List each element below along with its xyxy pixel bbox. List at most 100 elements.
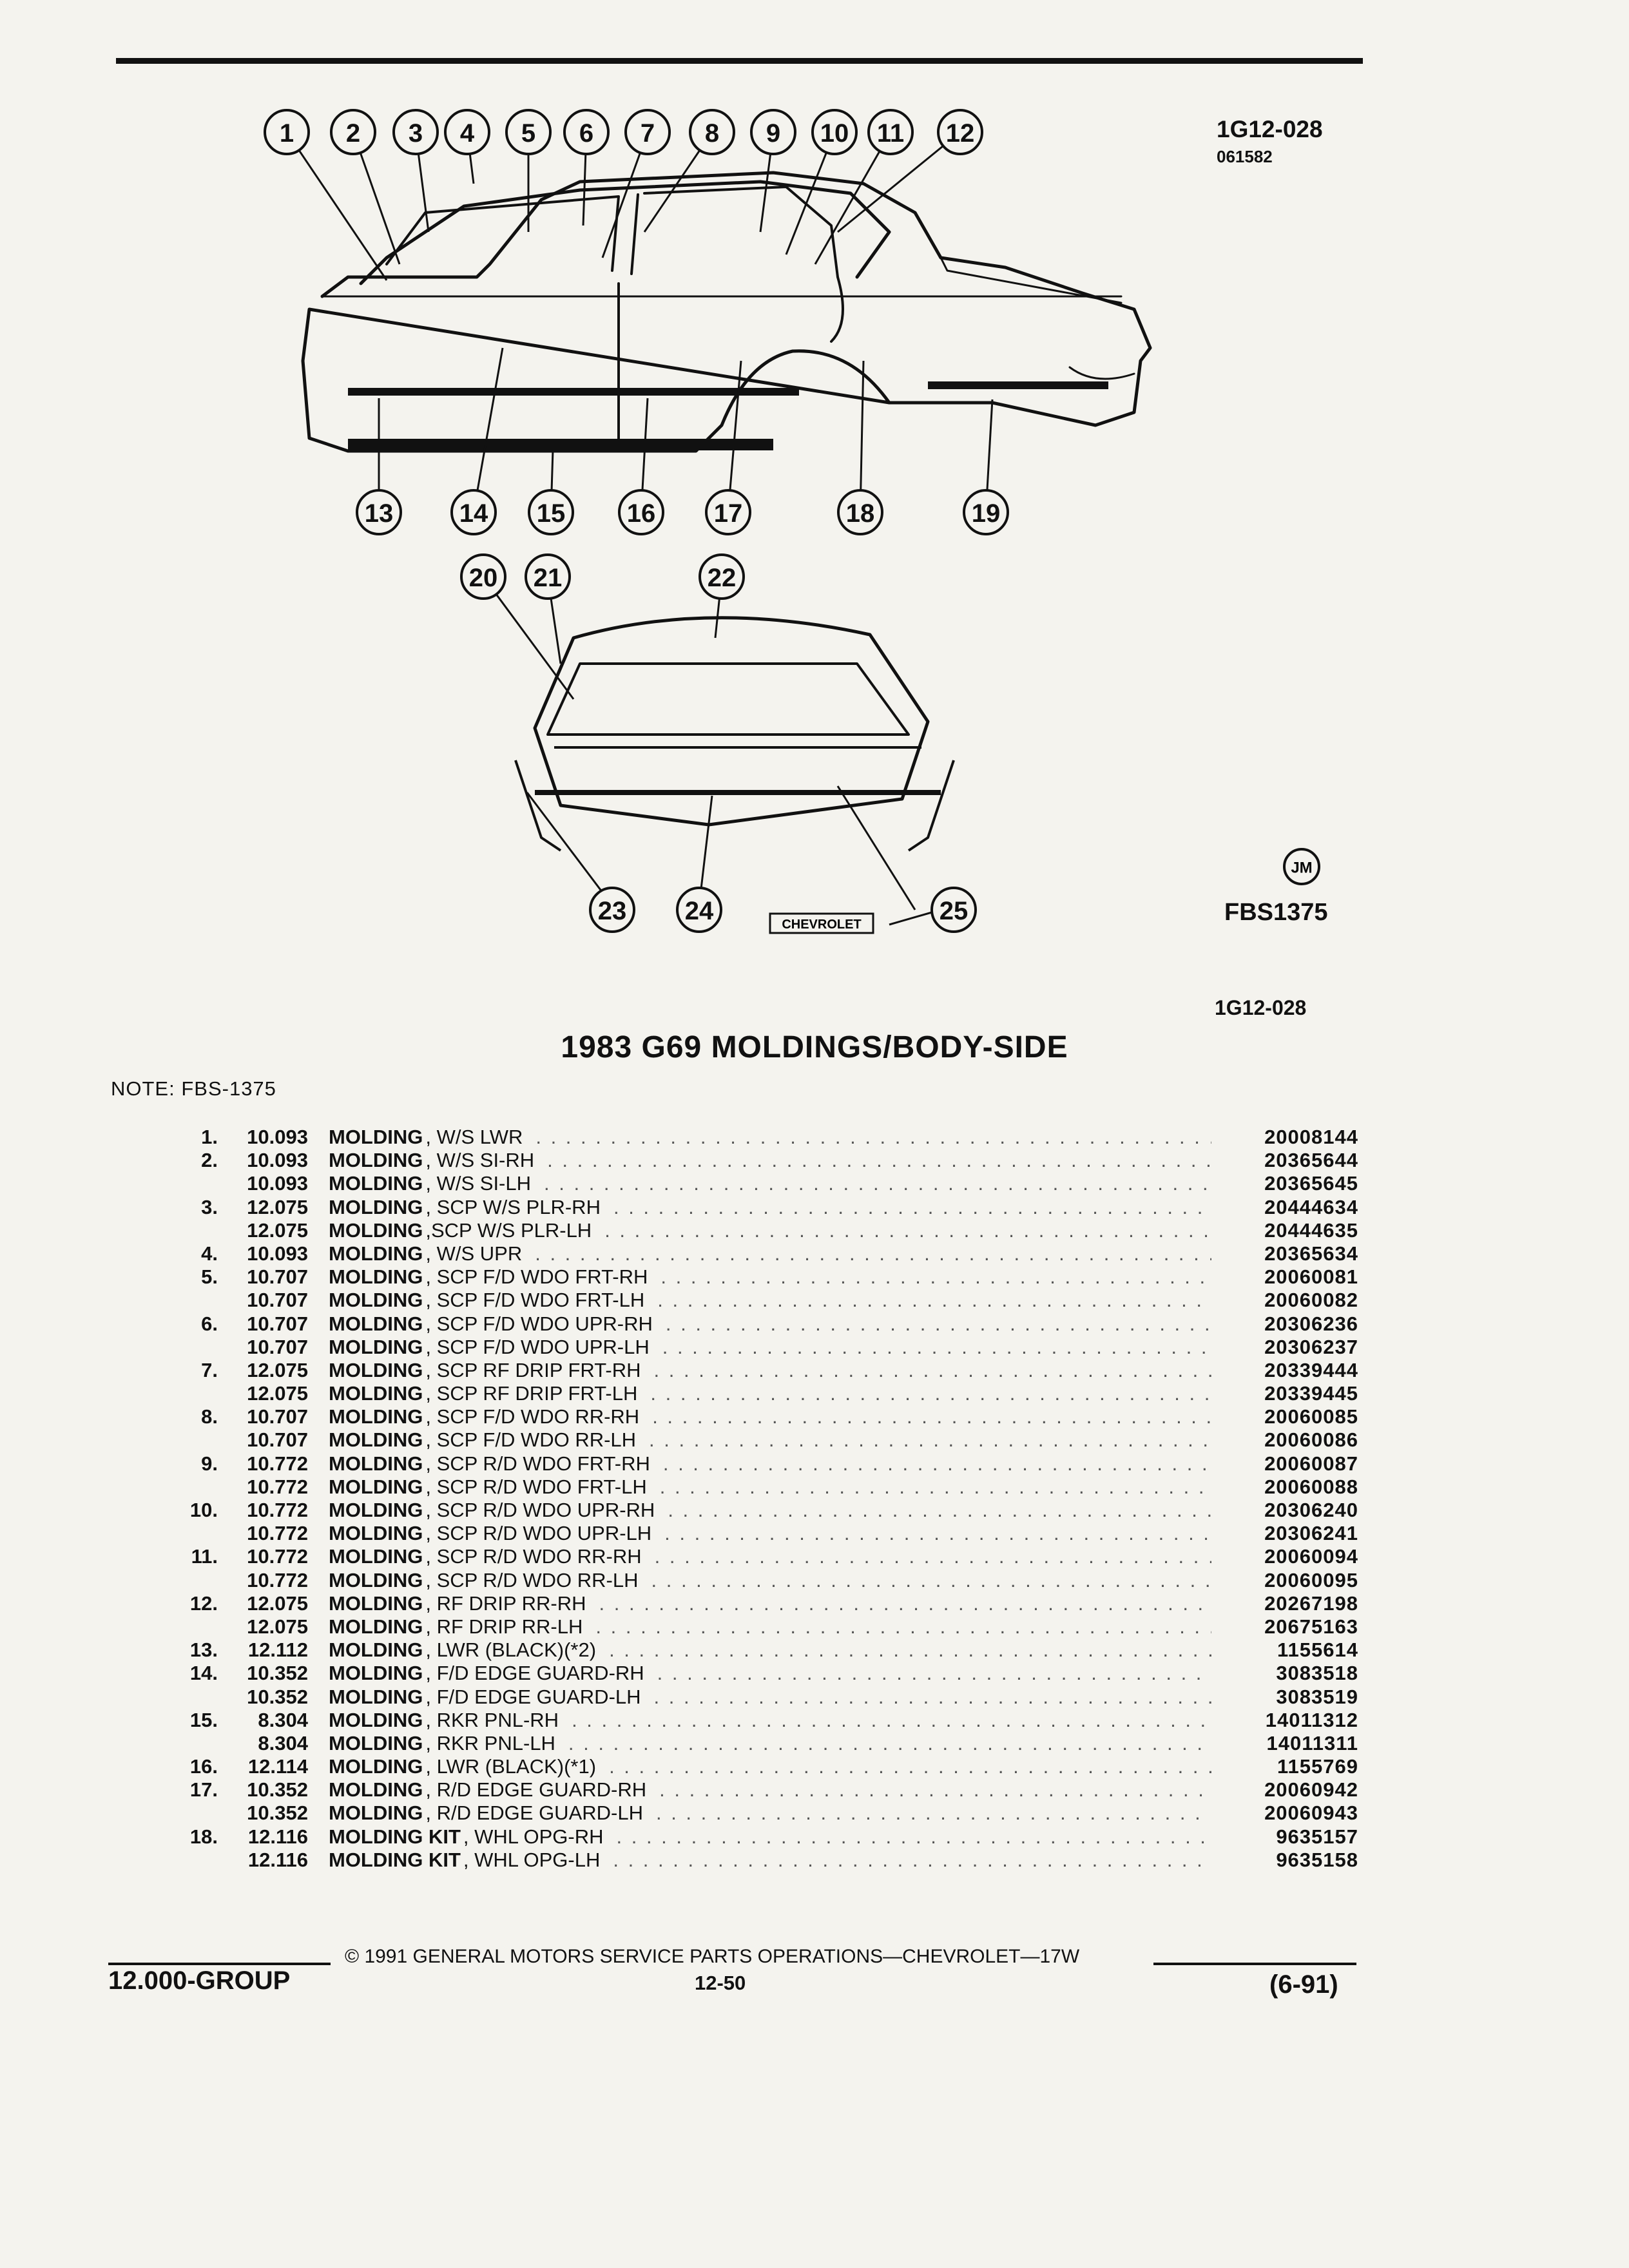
callout-21: 21 — [525, 553, 571, 600]
group-code: 12.075 — [247, 1615, 308, 1638]
part-name: MOLDING — [329, 1335, 423, 1358]
group-code: 10.352 — [247, 1802, 308, 1825]
leader-dots: . . . . . . . . . . . . . . . . . . . . … — [654, 1545, 1211, 1568]
group-code: 10.707 — [247, 1312, 308, 1335]
car-side-view — [301, 171, 1152, 453]
callout-label: 23 — [598, 897, 627, 925]
item-number: 3. — [201, 1195, 218, 1218]
footer-date: (6-91) — [1269, 1970, 1338, 1999]
part-name: MOLDING — [329, 1312, 423, 1335]
part-name: MOLDING KIT — [329, 1848, 461, 1871]
callout-label: 22 — [708, 564, 737, 592]
illustration-ref-code: 1G12-028 — [1217, 116, 1323, 142]
callout-label: 16 — [627, 499, 656, 528]
item-number: 4. — [201, 1242, 218, 1265]
leader-dots: . . . . . . . . . . . . . . . . . . . . … — [664, 1522, 1211, 1545]
part-description: , SCP R/D WDO FRT-RH — [425, 1452, 650, 1475]
leader-dots: . . . . . . . . . . . . . . . . . . . . … — [657, 1662, 1211, 1685]
part-description: , SCP F/D WDO FRT-LH — [425, 1289, 645, 1312]
part-number: 20365634 — [1264, 1242, 1358, 1265]
group-code: 10.093 — [247, 1242, 308, 1265]
part-name: MOLDING — [329, 1708, 423, 1731]
part-description: , WHL OPG-LH — [463, 1848, 601, 1871]
leader-dots: . . . . . . . . . . . . . . . . . . . . … — [651, 1568, 1212, 1591]
callout-label: 18 — [846, 499, 875, 528]
part-name: MOLDING — [329, 1731, 423, 1754]
part-number: 9635158 — [1276, 1848, 1358, 1871]
part-description: , F/D EDGE GUARD-RH — [425, 1662, 644, 1685]
footer-rule-right — [1153, 1963, 1356, 1965]
part-number: 20306241 — [1264, 1522, 1358, 1545]
callout-label: 5 — [521, 119, 535, 148]
callout-10: 10 — [811, 109, 858, 155]
callout-16: 16 — [618, 489, 664, 535]
emblem-text: CHEVROLET — [782, 918, 861, 932]
part-name: MOLDING — [329, 1452, 423, 1475]
part-description: , SCP F/D WDO UPR-RH — [425, 1312, 653, 1335]
group-code: 10.352 — [247, 1662, 308, 1685]
part-description: , R/D EDGE GUARD-LH — [425, 1802, 643, 1825]
part-description: , SCP R/D WDO FRT-LH — [425, 1475, 647, 1498]
item-number: 12. — [189, 1591, 218, 1615]
leader-dots: . . . . . . . . . . . . . . . . . . . . … — [613, 1195, 1211, 1218]
part-description: , W/S LWR — [425, 1126, 523, 1148]
leader-dots: . . . . . . . . . . . . . . . . . . . . … — [535, 1242, 1211, 1265]
item-number: 7. — [201, 1358, 218, 1381]
leader-dots: . . . . . . . . . . . . . . . . . . . . … — [657, 1289, 1211, 1312]
callout-label: 7 — [641, 119, 655, 148]
leader-dots: . . . . . . . . . . . . . . . . . . . . … — [653, 1358, 1211, 1381]
group-code: 10.772 — [247, 1545, 308, 1568]
part-name: MOLDING — [329, 1499, 423, 1521]
callout-7: 7 — [624, 109, 671, 155]
fbs-code: FBS1375 — [1224, 899, 1328, 926]
part-name: MOLDING — [329, 1662, 423, 1685]
part-description: , W/S UPR — [425, 1242, 523, 1265]
part-description: , R/D EDGE GUARD-RH — [425, 1778, 647, 1802]
ref-code-mid: 1G12-028 — [1215, 996, 1307, 1019]
leader-dots: . . . . . . . . . . . . . . . . . . . . … — [599, 1591, 1211, 1615]
part-number: 20060085 — [1264, 1405, 1358, 1428]
callout-label: 19 — [972, 499, 1001, 528]
leader-dots: . . . . . . . . . . . . . . . . . . . . … — [547, 1149, 1211, 1172]
part-name: MOLDING KIT — [329, 1825, 461, 1848]
part-number: 20060087 — [1264, 1452, 1358, 1475]
part-number: 14011312 — [1265, 1708, 1358, 1731]
part-description: , W/S SI-RH — [425, 1149, 535, 1172]
callout-13: 13 — [356, 489, 402, 535]
note: NOTE: FBS-1375 — [111, 1077, 276, 1100]
group-code: 10.772 — [247, 1568, 308, 1591]
leader-dots: . . . . . . . . . . . . . . . . . . . . … — [659, 1475, 1211, 1498]
part-description: , SCP R/D WDO UPR-LH — [425, 1522, 652, 1545]
part-description: , RF DRIP RR-RH — [425, 1591, 586, 1615]
emblem: CHEVROLET — [769, 912, 874, 934]
part-name: MOLDING — [329, 1615, 423, 1638]
callout-label: 14 — [459, 499, 488, 528]
callout-2: 2 — [330, 109, 376, 155]
callout-4: 4 — [444, 109, 490, 155]
part-description: , LWR (BLACK)(*2) — [425, 1639, 597, 1662]
leader-dots: . . . . . . . . . . . . . . . . . . . . … — [650, 1382, 1211, 1405]
part-number: 3083519 — [1276, 1685, 1358, 1708]
part-description: , F/D EDGE GUARD-LH — [425, 1685, 641, 1708]
part-name: MOLDING — [329, 1475, 423, 1498]
part-name: MOLDING — [329, 1778, 423, 1802]
part-number: 20060942 — [1264, 1778, 1358, 1802]
footer-rule-left — [108, 1963, 331, 1965]
leader-dots: . . . . . . . . . . . . . . . . . . . . … — [662, 1452, 1211, 1475]
part-description: , SCP F/D WDO RR-RH — [425, 1405, 640, 1428]
item-number: 1. — [201, 1126, 218, 1148]
part-description: , SCP RF DRIP FRT-RH — [425, 1358, 641, 1381]
part-number: 20306236 — [1264, 1312, 1358, 1335]
part-description: , SCP RF DRIP FRT-LH — [425, 1382, 638, 1405]
